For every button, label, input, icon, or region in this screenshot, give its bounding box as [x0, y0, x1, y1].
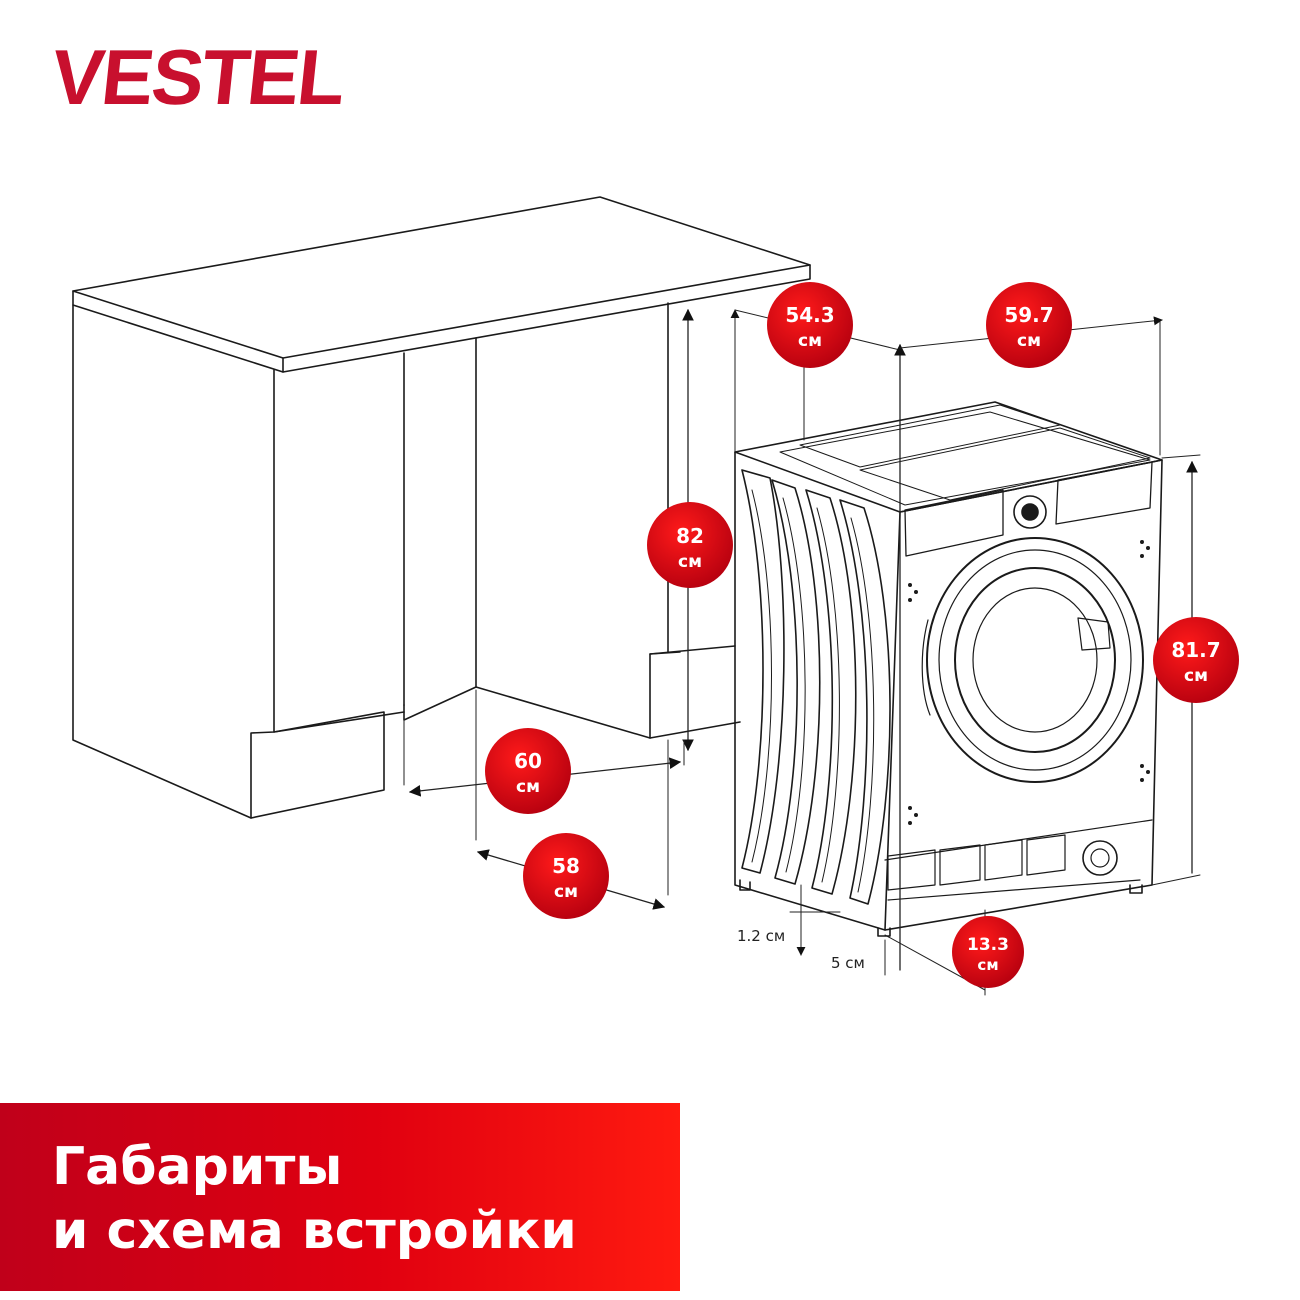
machine-height-unit: см — [1184, 666, 1208, 686]
plinth-height-value: 13.3 — [967, 935, 1009, 955]
plinth-height-unit: см — [977, 956, 998, 974]
banner-title-line1: Габариты — [52, 1137, 343, 1197]
kitchen-cabinet — [72, 196, 811, 819]
washing-machine — [734, 401, 1163, 937]
machine-depth-unit: см — [798, 331, 822, 351]
cabinet-height-unit: см — [678, 552, 702, 572]
machine-depth-value: 54.3 — [785, 303, 834, 327]
title-banner: Габариты и схема встройки — [0, 1103, 680, 1291]
niche-width-unit: см — [516, 777, 540, 797]
dimension-badge-plinth-height: 13.3 см — [952, 916, 1024, 988]
feet-height-label: 1.2 см — [737, 927, 785, 945]
dimension-badge-machine-depth: 54.3 см — [767, 282, 853, 368]
cabinet-height-value: 82 — [676, 524, 704, 548]
machine-width-value: 59.7 — [1004, 303, 1053, 327]
dimension-badge-niche-width: 60 см — [485, 728, 571, 814]
banner-title-line2: и схема встройки — [52, 1201, 577, 1261]
niche-depth-value: 58 — [552, 854, 580, 878]
niche-width-value: 60 — [514, 749, 542, 773]
niche-depth-unit: см — [554, 882, 578, 902]
dimension-badge-cabinet-height: 82 см — [647, 502, 733, 588]
dimension-badge-niche-depth: 58 см — [523, 833, 609, 919]
machine-width-unit: см — [1017, 331, 1041, 351]
dimension-badge-machine-height: 81.7 см — [1153, 617, 1239, 703]
machine-height-value: 81.7 — [1171, 638, 1220, 662]
dimension-lines — [403, 308, 1201, 996]
dimension-badge-machine-width: 59.7 см — [986, 282, 1072, 368]
plinth-offset-label: 5 см — [831, 954, 865, 972]
